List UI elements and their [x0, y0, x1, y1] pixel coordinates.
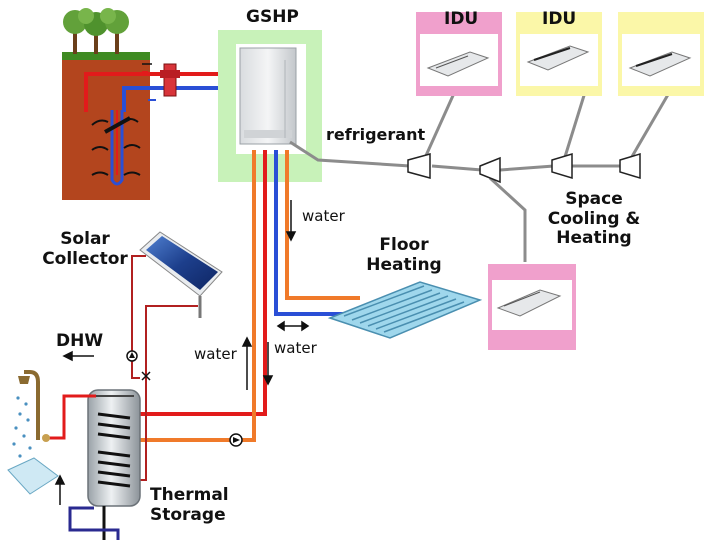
floor-heating-label: Floor Heating — [366, 235, 442, 275]
gshp-label: GSHP — [246, 7, 299, 27]
idu-unit-1 — [416, 12, 502, 96]
tree-icon — [63, 8, 129, 54]
space-label-line-2: Cooling & — [547, 208, 641, 229]
storage-hot-pipe — [130, 150, 267, 416]
grass-strip — [62, 52, 150, 60]
storage-cold-pipe — [130, 150, 256, 442]
space-label-line-1: Space — [565, 189, 623, 209]
floor-supply-pipe — [285, 150, 360, 300]
soil-block — [62, 58, 150, 200]
water-label-top: water — [302, 207, 345, 225]
ground-heat-source — [62, 8, 150, 200]
heat-flow-arrows-icon — [91, 118, 141, 176]
idu-label-2: IDU — [542, 9, 577, 29]
refrigerant-label: refrigerant — [326, 125, 426, 144]
gshp-unit — [218, 30, 322, 182]
space-cooling-heating-label: Space Cooling & Heating — [546, 189, 642, 249]
idu-unit-2 — [516, 12, 602, 96]
space-label-line-3: Heating — [556, 228, 632, 249]
thermal-storage-label: Thermal Storage — [150, 485, 229, 525]
shower-icon — [7, 370, 59, 495]
solar-collector-panel — [139, 231, 223, 318]
floor-label-line-2: Heating — [366, 254, 442, 275]
ground-return-pipe — [122, 86, 255, 112]
floor-label-line-1: Floor — [379, 235, 429, 255]
storage-label-line-1: Thermal — [150, 485, 229, 505]
solar-collector-label: Solar Collector — [40, 229, 130, 269]
water-label-mid: water — [274, 339, 317, 357]
pump-icon — [229, 433, 243, 447]
circulation-pump-icon — [160, 63, 180, 97]
idu-unit-3 — [618, 12, 704, 96]
storage-label-line-2: Storage — [150, 504, 226, 525]
dhw-cold-pipe — [68, 506, 120, 540]
solar-label-line-1: Solar — [60, 229, 110, 249]
idu-label-1: IDU — [444, 9, 479, 29]
solar-pump-icon — [126, 350, 151, 381]
idu-unit-4 — [488, 264, 576, 350]
solar-loop-pipe-hot — [131, 255, 146, 379]
floor-heating-panel — [327, 281, 483, 339]
solar-loop-pipe-return — [138, 305, 198, 481]
floor-return-pipe — [274, 150, 350, 316]
ground-supply-pipe — [84, 72, 255, 112]
dhw-hot-pipe — [48, 394, 96, 440]
flow-arrows-icon — [54, 63, 310, 505]
water-label-left: water — [194, 345, 237, 363]
refrigerant-branch-joints — [407, 152, 641, 184]
solar-label-line-2: Collector — [42, 248, 128, 269]
ground-loop-icon — [110, 110, 124, 186]
thermal-storage-tank — [87, 389, 141, 540]
dhw-label: DHW — [56, 331, 104, 351]
